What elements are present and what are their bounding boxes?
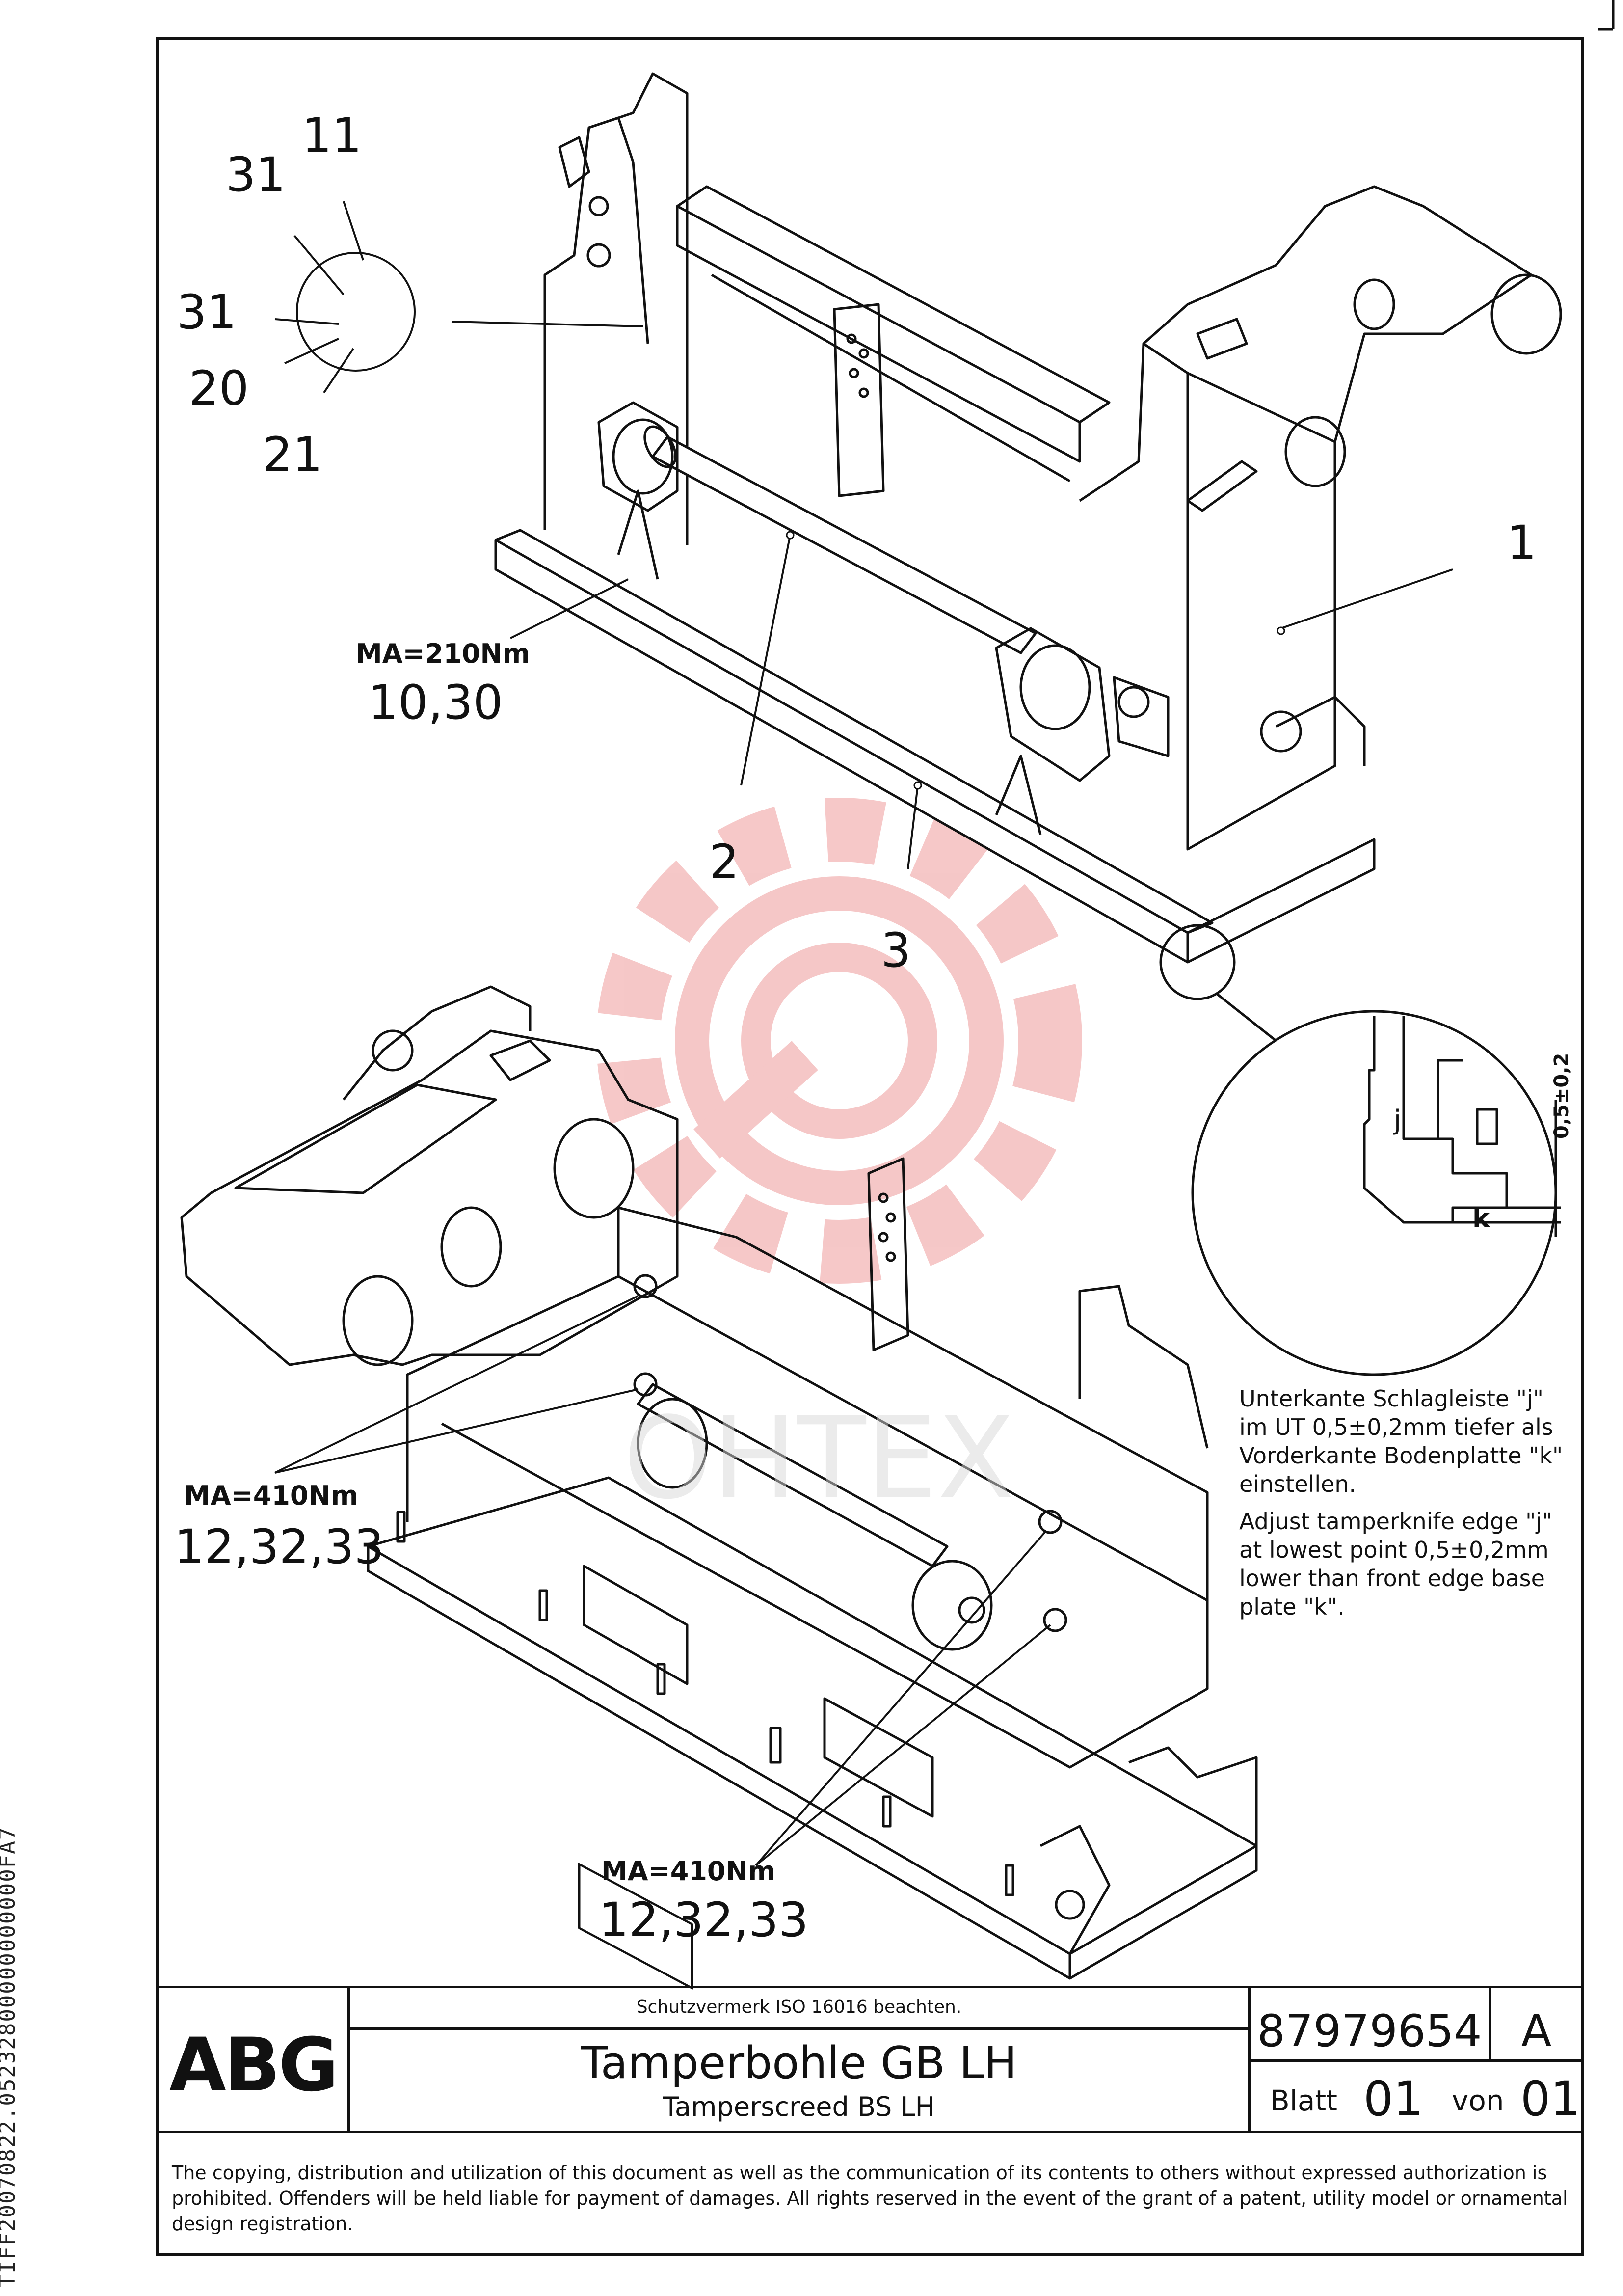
sheet-total: 01 [1520,2072,1581,2127]
revision: A [1521,2005,1552,2057]
torque-parts-2: 12,32,33 [174,1519,384,1574]
callout-31-top: 31 [226,147,286,202]
corner-trim-mark [1598,0,1615,31]
logo: ABG [169,2023,339,2108]
sheet-cell: Blatt 01 von 01 [1248,2059,1584,2133]
title-block: ABG Schutzvermerk ISO 16016 beachten. Ta… [156,1986,1584,2133]
part-number: 87979654 [1257,2005,1482,2057]
revision-cell: A [1489,1986,1584,2062]
title-cell: Schutzvermerk ISO 16016 beachten. Tamper… [347,1986,1251,2133]
detail-view-circle [1191,1010,1561,1376]
note-german: Unterkante Schlagleiste "j" im UT 0,5±0,… [1239,1385,1563,1497]
detail-label-k: k [1472,1203,1490,1234]
copyright-footer: The copying, distribution and utilizatio… [172,2162,1568,2235]
torque-label-3: MA=410Nm [601,1856,775,1887]
watermark-text: OHTEX [623,1393,1014,1524]
upper-assembly-view [494,72,1562,1042]
callout-3: 3 [881,923,911,978]
title-english: Tamperscreed BS LH [663,2091,935,2122]
callout-20: 20 [189,361,249,416]
torque-parts-3: 12,32,33 [599,1892,809,1947]
detail-label-j: j [1393,1105,1401,1135]
adjustment-note: Unterkante Schlagleiste "j" im UT 0,5±0,… [1239,1384,1563,1630]
callout-2: 2 [709,835,740,890]
callout-1: 1 [1507,515,1537,570]
sheet-number: 01 [1363,2072,1424,2127]
torque-parts-1: 10,30 [368,675,503,730]
callout-21: 21 [263,427,323,482]
title-german: Tamperbohle GB LH [581,2037,1017,2089]
lower-assembly-view [180,985,1258,1990]
sheet-label: Blatt [1270,2084,1337,2117]
side-document-code: TIFF20070822.05232800000000000FA7 [0,1826,20,2288]
leader-lines [274,201,1453,1866]
callout-31-middle: 31 [177,285,237,340]
watermark-gear-icon [596,798,1082,1284]
detail-dimension: 0,5±0,2 [1550,1053,1573,1139]
part-number-cell: 87979654 [1248,1986,1491,2062]
callout-11: 11 [302,108,362,163]
logo-cell: ABG [156,1986,350,2133]
torque-label-1: MA=210Nm [356,638,530,669]
note-english: Adjust tamperknife edge "j" at lowest po… [1239,1508,1553,1620]
torque-label-2: MA=410Nm [184,1480,358,1511]
protection-note: Schutzvermerk ISO 16016 beachten. [636,1997,962,2017]
of-label: von [1452,2084,1504,2117]
drawing-frame [156,37,1584,2256]
